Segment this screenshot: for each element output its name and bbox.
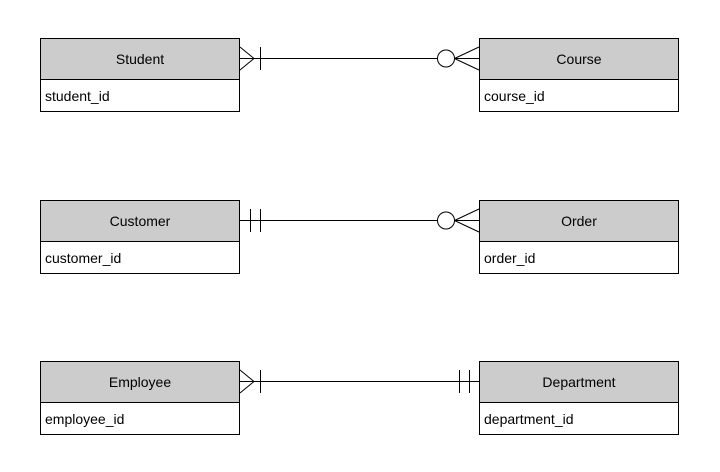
- entity-attributes: department_id: [480, 403, 678, 434]
- entity-attribute: order_id: [484, 249, 536, 266]
- entity-attribute: customer_id: [45, 249, 122, 266]
- crows-foot-many-icon: [454, 208, 480, 233]
- entity-student: Student student_id: [40, 38, 240, 112]
- entity-title: Department: [480, 362, 678, 403]
- entity-title: Customer: [41, 201, 239, 242]
- entity-attributes: student_id: [41, 80, 239, 111]
- crows-foot-many-icon: [239, 46, 255, 71]
- entity-attributes: customer_id: [41, 242, 239, 273]
- entity-title: Course: [480, 39, 678, 80]
- entity-title: Student: [41, 39, 239, 80]
- relationship-student-course: [239, 46, 480, 71]
- entity-department: Department department_id: [479, 361, 679, 435]
- entity-attributes: course_id: [480, 80, 678, 111]
- entity-customer: Customer customer_id: [40, 200, 240, 274]
- zero-ring-icon: [437, 49, 455, 68]
- entity-course: Course course_id: [479, 38, 679, 112]
- entity-attributes: employee_id: [41, 403, 239, 434]
- entity-attributes: order_id: [480, 242, 678, 273]
- relationship-customer-order: [240, 208, 480, 233]
- relationship-employee-department: [239, 369, 479, 394]
- crows-foot-many-icon: [454, 46, 480, 71]
- entity-employee: Employee employee_id: [40, 361, 240, 435]
- entity-title: Order: [480, 201, 678, 242]
- entity-attribute: department_id: [484, 410, 574, 427]
- entity-attribute: student_id: [45, 87, 110, 104]
- crows-foot-many-icon: [239, 369, 255, 394]
- zero-ring-icon: [437, 211, 455, 230]
- entity-order: Order order_id: [479, 200, 679, 274]
- entity-title: Employee: [41, 362, 239, 403]
- entity-attribute: employee_id: [45, 410, 125, 427]
- entity-attribute: course_id: [484, 87, 545, 104]
